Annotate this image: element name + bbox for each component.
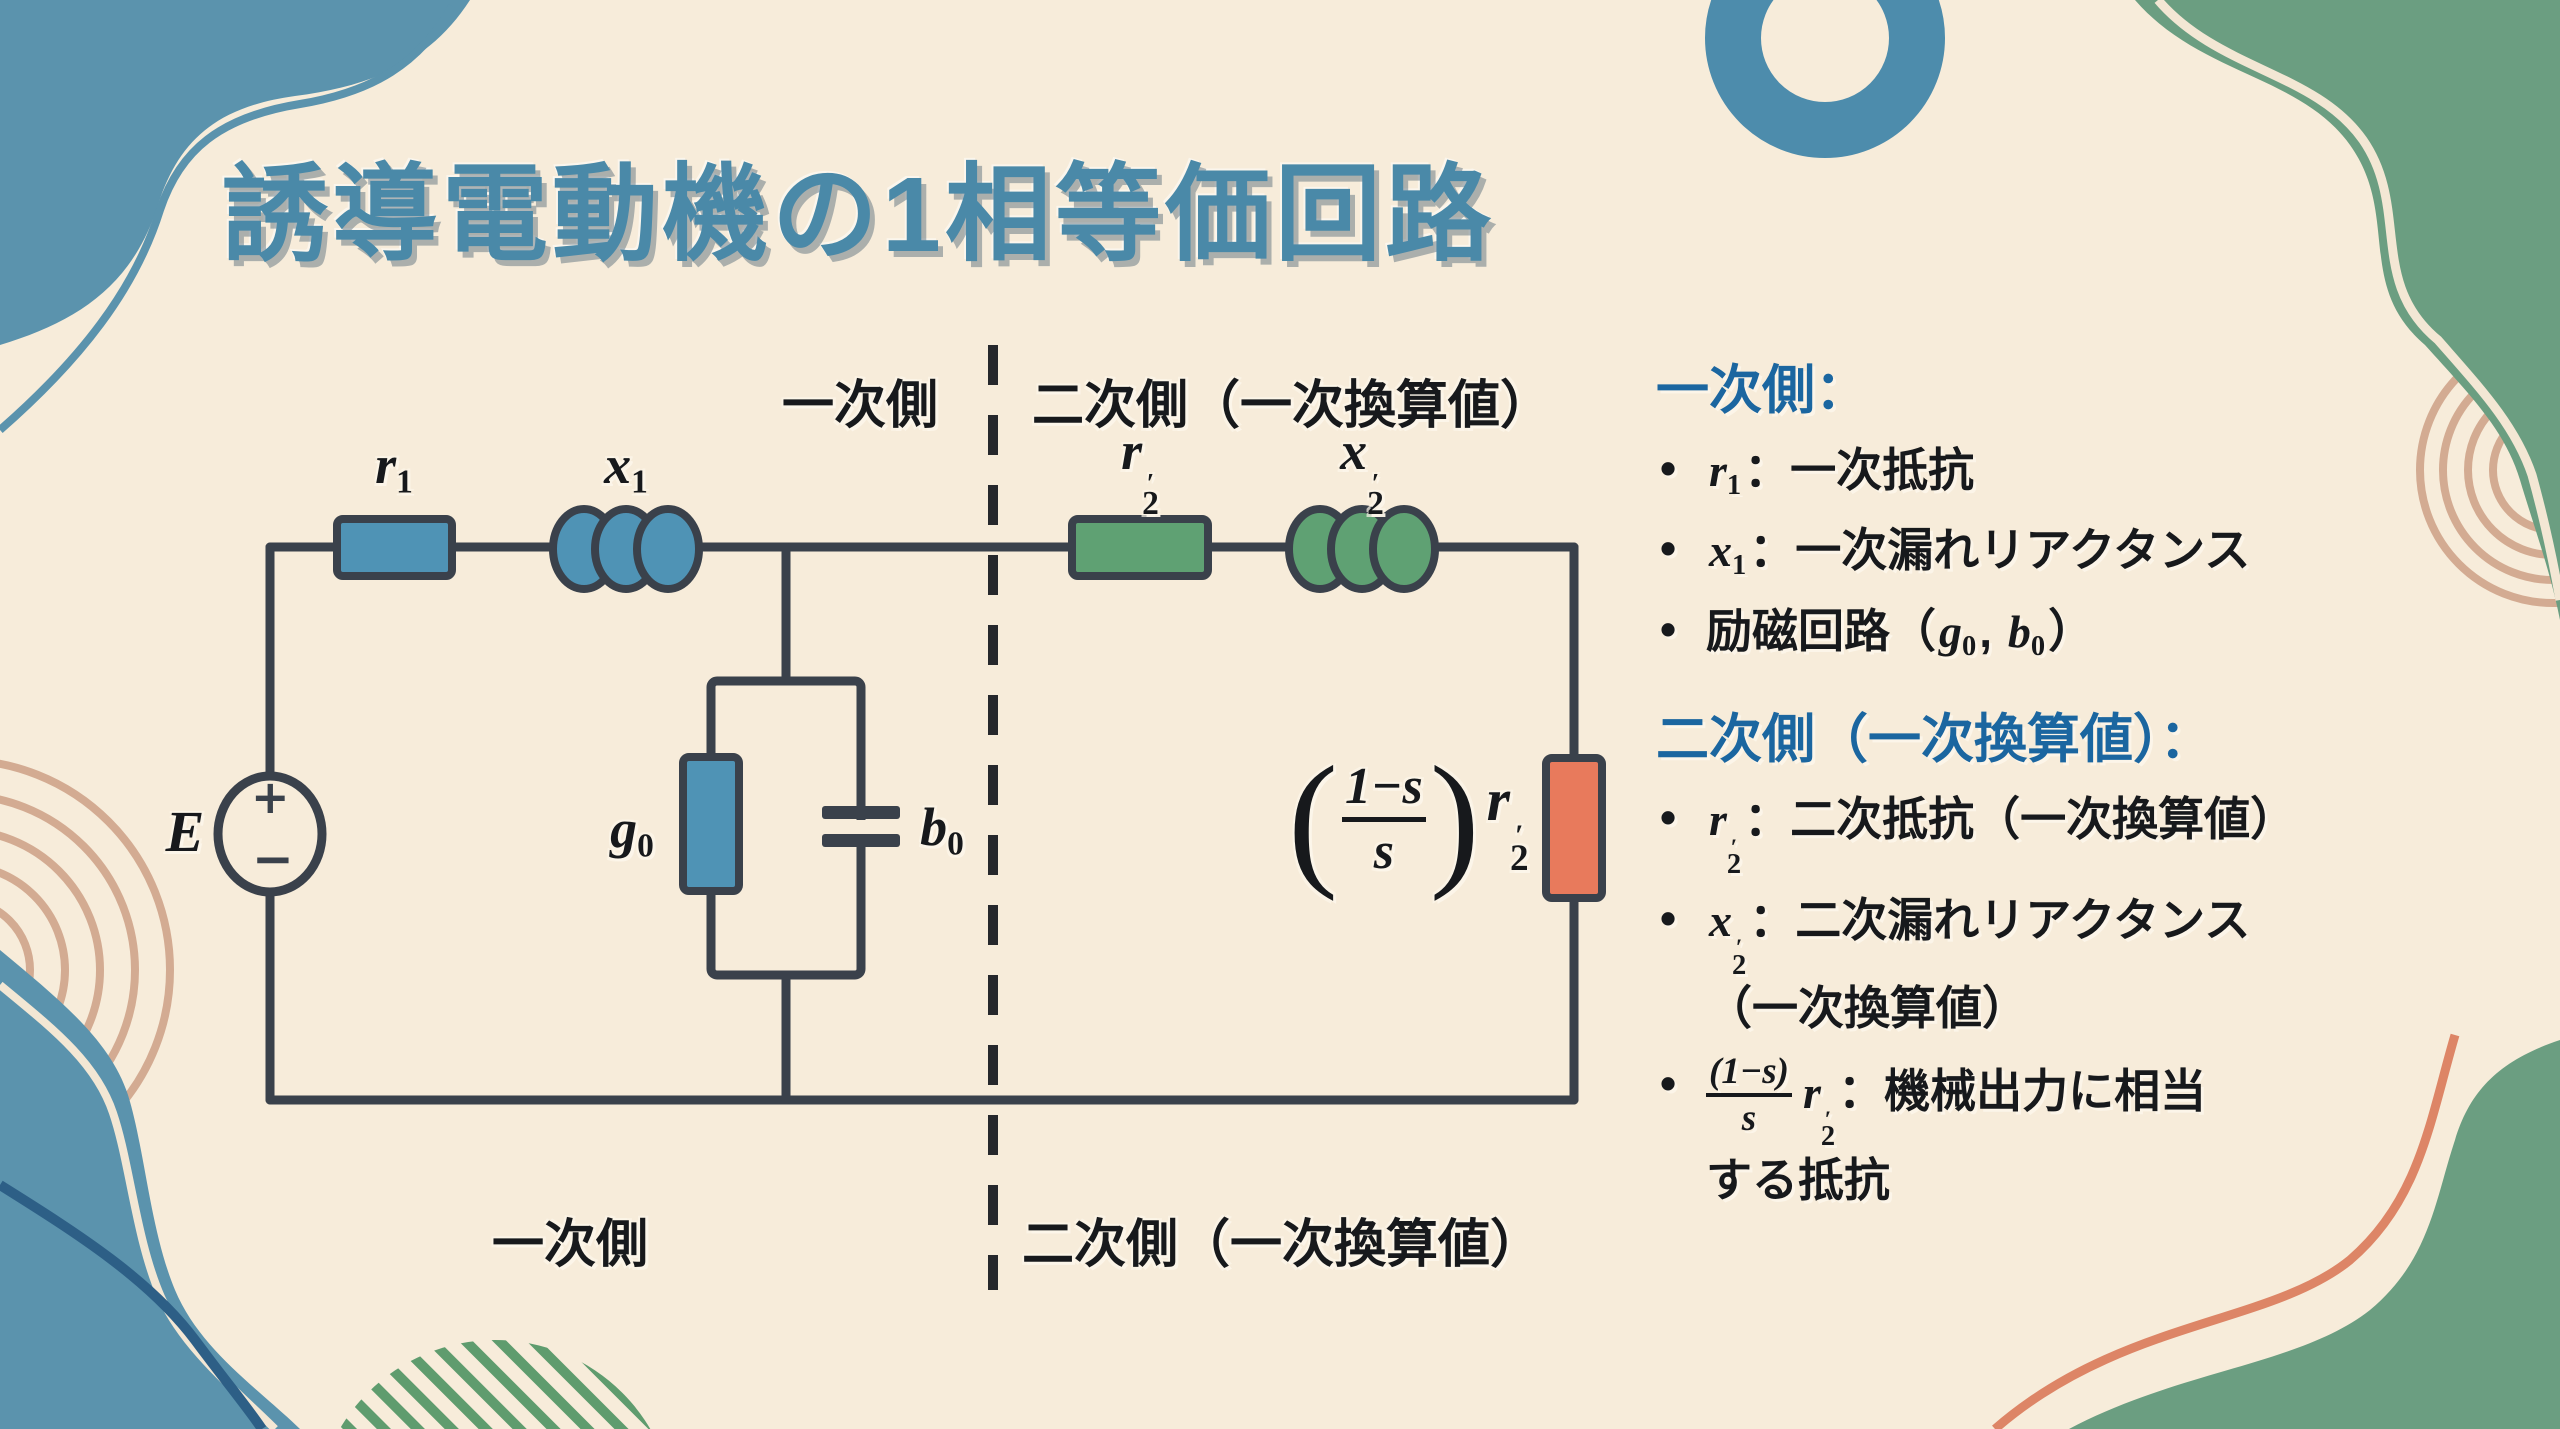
decor-top-ring bbox=[1705, 0, 1945, 158]
decor-navy-line bbox=[0, 1180, 267, 1429]
decor-orange-line bbox=[1992, 1033, 2460, 1429]
text: ：機械出力に相当 bbox=[1838, 1065, 2207, 1118]
text: する抵抗 bbox=[1706, 1153, 1890, 1206]
source-minus-sign: − bbox=[252, 830, 294, 888]
panel-bullet: • (1−s)s r′2：機械出力に相当する抵抗 bbox=[1656, 1053, 2486, 1213]
load-symbol: r′2 bbox=[1486, 766, 1529, 879]
close-paren: ) bbox=[1429, 736, 1480, 902]
bullet-dot: • bbox=[1660, 522, 1677, 575]
decor-bottom-left-arcs bbox=[0, 759, 174, 1181]
region-label-top-primary: 一次側 bbox=[781, 377, 938, 435]
panel-bullet: • r′2：二次抵抗（一次換算値） bbox=[1656, 787, 2486, 881]
inductor-x2 bbox=[1285, 505, 1439, 593]
resistor-load bbox=[1542, 754, 1606, 902]
panel-bullet: • x′2：二次漏れリアクタンス （一次換算値） bbox=[1656, 888, 2486, 1042]
text: ：一次漏れリアクタンス bbox=[1749, 524, 2251, 577]
math-symbol: x1 bbox=[1709, 525, 1747, 582]
math-symbol: b0 bbox=[2007, 605, 2046, 662]
decor-top-left-line bbox=[0, 4, 456, 434]
region-label-bottom-primary: 一次側 bbox=[491, 1216, 649, 1274]
bullet-dot: • bbox=[1660, 602, 1677, 655]
bullet-dot: • bbox=[1660, 442, 1677, 494]
text: , bbox=[1979, 604, 2005, 657]
decor-bottom-right-blob bbox=[2069, 1040, 2560, 1429]
r1-label: r1 bbox=[375, 435, 413, 501]
info-panel: 一次側： • r1：一次抵抗 • x1：一次漏れリアクタンス • 励磁回路（g0, b0） 二… bbox=[1656, 348, 2486, 1225]
resistor-r1 bbox=[333, 515, 456, 580]
decor-top-left-blob bbox=[0, 0, 470, 345]
decor-top-right-blob bbox=[2135, 0, 2560, 620]
resistor-g0 bbox=[679, 753, 743, 895]
voltage-source bbox=[213, 771, 327, 897]
source-plus-sign: + bbox=[251, 770, 290, 824]
math-symbol: g0 bbox=[1939, 605, 1977, 662]
decor-top-right-stripe bbox=[2154, 0, 2560, 601]
bullet-dot: • bbox=[1660, 791, 1677, 844]
bullet-dot: • bbox=[1660, 891, 1677, 944]
capacitor-b0 bbox=[822, 806, 900, 847]
text: ：二次抵抗（一次換算値） bbox=[1744, 793, 2297, 846]
text: ：二次漏れリアクタンス bbox=[1749, 893, 2251, 946]
panel-heading: 二次側（一次換算値）： bbox=[1656, 710, 2213, 770]
open-paren: ( bbox=[1288, 736, 1338, 902]
math-symbol: x′2 bbox=[1709, 894, 1747, 981]
bullet-dot: • bbox=[1660, 1057, 1677, 1110]
fraction: (1−s)s bbox=[1706, 1053, 1792, 1137]
g0-label: g0 bbox=[610, 799, 654, 865]
decor-striped-circle bbox=[339, 1340, 651, 1429]
panel-bullet: • r1：一次抵抗 bbox=[1656, 438, 2486, 506]
region-label-bottom-secondary: 二次側（一次換算値） bbox=[1022, 1216, 1543, 1274]
r2-label: r′2 bbox=[1121, 421, 1159, 522]
math-symbol: r′2 bbox=[1709, 794, 1742, 881]
b0-label: b0 bbox=[920, 797, 964, 863]
page-title: 誘導電動機の1相等価回路 bbox=[222, 156, 1495, 274]
decor-bottom-left-blob bbox=[0, 950, 300, 1429]
text: （一次換算値） bbox=[1706, 982, 2028, 1035]
panel-bullet: • 励磁回路（g0, b0） bbox=[1656, 599, 2486, 667]
text: ） bbox=[2048, 604, 2095, 657]
x1-label: x1 bbox=[604, 435, 648, 501]
x2-label: x′2 bbox=[1340, 421, 1384, 522]
panel-bullet: • x1：一次漏れリアクタンス bbox=[1656, 518, 2486, 586]
source-label: E bbox=[165, 799, 205, 864]
region-label-top-secondary: 二次側（一次換算値） bbox=[1032, 377, 1553, 435]
inductor-x1 bbox=[549, 505, 703, 593]
resistor-r2 bbox=[1068, 515, 1212, 580]
math-symbol: r′2 bbox=[1802, 1066, 1836, 1153]
text: ：一次抵抗 bbox=[1744, 444, 1975, 496]
panel-heading: 一次側： bbox=[1656, 361, 1868, 420]
text: 励磁回路（ bbox=[1706, 604, 1936, 657]
math-symbol: r1 bbox=[1709, 445, 1742, 501]
